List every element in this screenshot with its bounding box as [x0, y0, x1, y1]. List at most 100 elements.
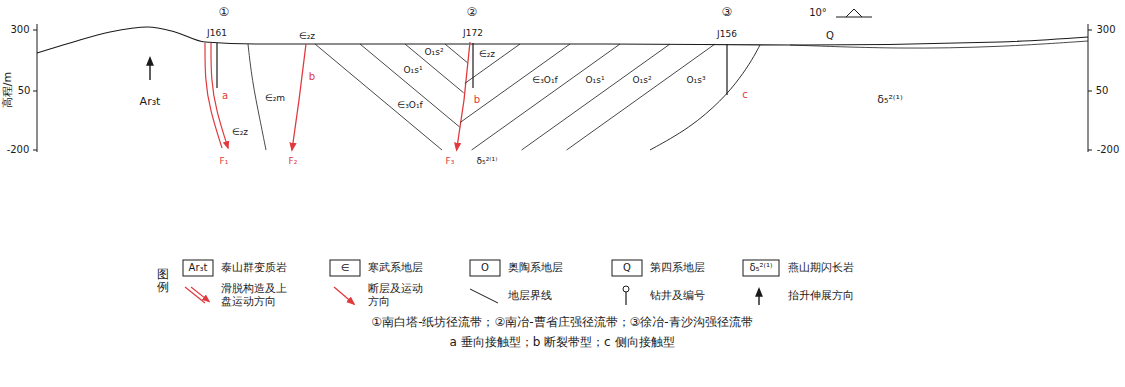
stratum-code: ∈₂m: [265, 93, 285, 103]
legend-sample: [334, 287, 354, 304]
stratum-code: ∈₃O₁f: [397, 100, 422, 110]
fault-id: F₂: [289, 156, 298, 166]
contact-type: a: [222, 90, 228, 102]
legend-symbol: O: [481, 262, 489, 274]
uplift-symbol: [758, 289, 759, 305]
legend-text: 滑脱构造及上盘运动方向: [221, 283, 291, 308]
stratum-code: Q: [826, 30, 834, 42]
well-symbol: [625, 292, 626, 305]
fault-id: F₁: [220, 156, 229, 166]
well-id: J156: [717, 29, 737, 39]
stratum-code: ∈₂z: [299, 31, 315, 41]
legend-text: 地层界线: [508, 290, 552, 303]
contact-type: b: [474, 94, 480, 106]
axis-value: 50: [1096, 85, 1109, 97]
legend-box: [743, 260, 779, 276]
axis-value: 300: [10, 24, 29, 36]
legend-text: 断层及运动方向: [368, 283, 426, 308]
stratum-code: O₁s³: [687, 75, 706, 85]
legend-text: 第四系地层: [650, 262, 705, 275]
legend-text: 燕山期闪长岩: [788, 262, 854, 275]
legend-text: 寒武系地层: [368, 262, 423, 275]
stratum-boundary: [567, 44, 715, 150]
axis-tick: [33, 91, 37, 92]
well-id: J172: [463, 28, 483, 38]
contact-type: b: [309, 71, 315, 83]
zone-number: ①: [219, 6, 230, 20]
legend-symbol: ∈: [341, 262, 350, 274]
stratum-code: Ar₃t: [140, 96, 161, 109]
axis-title: 高程/m: [2, 72, 15, 108]
caption-line: a 垂向接触型；b 断裂带型；c 侧向接触型: [449, 336, 674, 350]
section-lines: [33, 9, 1092, 152]
dip-symbol: [836, 17, 872, 18]
stratum-boundary: [460, 44, 570, 123]
detachment-line: [211, 43, 228, 148]
axis-value: 50: [18, 85, 31, 97]
legend-sample: [743, 260, 779, 276]
legend-symbol: Ar₃t: [189, 262, 208, 274]
contact-type: c: [742, 89, 748, 101]
legend-box: [612, 260, 642, 276]
stratum-code: δ₅²⁽¹⁾: [877, 94, 902, 107]
stratum-code: ∈₂z: [232, 127, 248, 137]
caption-line: ①南白塔-纸坊径流带；②南冶-曹省庄强径流带；③徐冶-青沙沟强径流带: [371, 316, 752, 330]
uplift-arrow: [149, 58, 150, 80]
stratum-code: O₁s²: [425, 47, 444, 57]
dip-symbol: [846, 9, 862, 17]
legend-sample: [612, 260, 642, 276]
legend-sample: [470, 289, 498, 303]
zone-number: ②: [467, 6, 478, 20]
intrusion-contact: [650, 45, 760, 150]
quaternary-base: [790, 41, 1088, 48]
fault-line: [292, 44, 306, 150]
stratum-code: δ₅²⁽¹⁾: [477, 156, 498, 166]
stratum-boundary: [522, 44, 670, 150]
legend-text: 泰山群变质岩: [221, 262, 287, 275]
detachment-symbol: [185, 287, 205, 303]
legend-sample: [759, 289, 760, 305]
axis-tick: [33, 150, 37, 151]
stratum-code: O₁s¹: [404, 65, 423, 75]
axis-tick: [1088, 150, 1092, 151]
fault-id: F₃: [446, 156, 455, 166]
stratum-boundary: [445, 44, 467, 63]
legend-box: [470, 260, 500, 276]
stratum-code: O₁s¹: [586, 75, 605, 85]
legend-sample: [470, 260, 500, 276]
legend-sample: [623, 286, 629, 305]
well-line: [726, 44, 727, 95]
legend-text: 钻井及编号: [650, 290, 705, 303]
axis-value: -200: [1097, 144, 1120, 156]
legend-sample: [185, 287, 209, 303]
stratum-code: O₁s²: [633, 75, 652, 85]
stratum-code: ∈₃O₁f: [532, 75, 557, 85]
legend-symbol: Q: [623, 262, 631, 274]
axis-tick: [1088, 91, 1092, 92]
well-symbol: [623, 286, 629, 292]
axis-line: [1088, 24, 1089, 152]
legend-box: [183, 260, 213, 276]
stratum-code: ∈₂z: [479, 49, 495, 59]
well-line: [472, 43, 473, 88]
zone-number: ③: [722, 6, 733, 20]
legend-text: 奥陶系地层: [508, 262, 563, 275]
fault-symbol: [334, 287, 354, 304]
legend-sample: [330, 260, 360, 276]
axis-value: -200: [7, 144, 30, 156]
axis-tick: [33, 30, 37, 31]
legend-box: [330, 260, 360, 276]
legend-heading: 图例: [157, 268, 169, 294]
boundary-symbol: [470, 289, 498, 303]
axis-line: [37, 24, 38, 152]
dip-angle: 10°: [809, 7, 827, 19]
well-line: [216, 43, 217, 88]
stratum-boundary: [472, 44, 620, 150]
well-id: J161: [207, 28, 227, 38]
axis-tick: [1088, 30, 1092, 31]
fault-line: [457, 42, 470, 150]
stratum-boundary: [248, 44, 266, 150]
stratum-boundary: [360, 44, 460, 127]
legend-symbol: δ₅²⁽¹⁾: [749, 262, 772, 274]
